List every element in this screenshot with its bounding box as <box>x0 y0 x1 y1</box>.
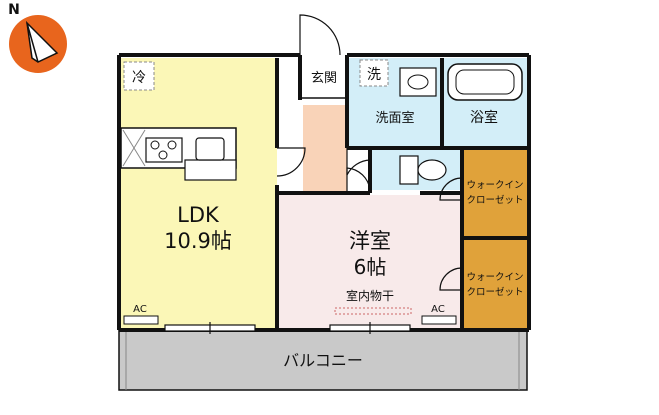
ldk-room <box>119 58 277 328</box>
wic-top-line1: ウォークイン <box>466 180 523 191</box>
wic-bottom-line1: ウォークイン <box>466 272 523 283</box>
ac-unit-western: AC <box>421 304 457 325</box>
washer-label: 洗 <box>367 67 381 83</box>
hallway <box>303 105 347 193</box>
closet-bottom-door <box>439 267 463 291</box>
washroom-door <box>346 148 371 176</box>
balcony-area <box>118 329 528 391</box>
bathtub-icon <box>447 63 523 101</box>
compass-north-label: N <box>8 2 20 18</box>
compass-icon: N <box>8 2 67 73</box>
ldk-name: LDK <box>177 203 220 227</box>
walk-in-closet-top <box>462 148 527 236</box>
wic-top-line2: クローゼット <box>466 194 523 206</box>
kitchen-counter <box>120 127 237 181</box>
walk-in-closet-bottom <box>462 240 527 328</box>
fridge-label: 冷 <box>132 70 146 86</box>
indoor-drying-rod <box>334 307 412 315</box>
ldk-size: 10.9帖 <box>164 229 232 253</box>
sink-icon <box>195 137 225 161</box>
doors <box>276 14 463 291</box>
western-name: 洋室 <box>349 229 391 253</box>
ac-unit-ldk: AC <box>123 304 159 325</box>
western-room <box>279 195 461 328</box>
balcony-label: バルコニー <box>283 351 363 370</box>
western-door <box>346 167 371 193</box>
bath-label: 浴室 <box>470 109 498 126</box>
toilet-icon <box>399 155 447 185</box>
entrance-label: 玄関 <box>311 71 337 86</box>
walls <box>117 53 531 332</box>
washer-space: 洗 <box>359 59 389 87</box>
ldk-door <box>276 147 306 177</box>
wic-bottom-line2: クローゼット <box>466 286 523 298</box>
ac-western-label: AC <box>431 304 445 315</box>
western-note: 室内物干 <box>346 288 394 303</box>
entrance-door <box>299 14 341 56</box>
fridge-space: 冷 <box>123 61 155 91</box>
washroom-label: 洗面室 <box>375 110 414 126</box>
balcony-windows <box>164 322 411 334</box>
western-size: 6帖 <box>354 255 387 279</box>
ac-ldk-label: AC <box>133 304 147 315</box>
wash-basin-icon <box>399 67 437 97</box>
entrance-room <box>303 60 347 95</box>
closet-top-door <box>439 177 463 201</box>
